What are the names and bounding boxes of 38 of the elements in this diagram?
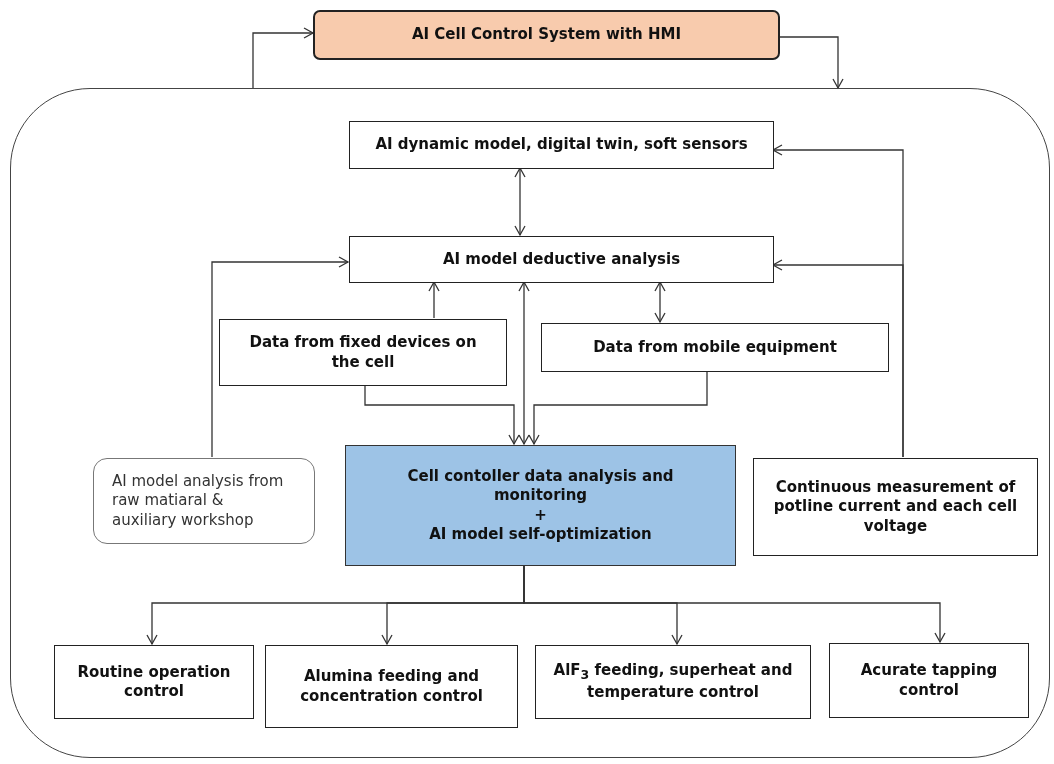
process-box xyxy=(829,643,1029,718)
node-label: Cell contoller data analysis and monitoring xyxy=(406,466,675,506)
node-label: AI model deductive analysis xyxy=(442,249,681,270)
process-box xyxy=(54,645,254,719)
node-label: AI model analysis from raw matiaral & auxiliary workshop xyxy=(112,471,284,531)
node-label: Data from fixed devices on the cell xyxy=(248,333,478,372)
process-box xyxy=(219,319,507,386)
arrow xyxy=(211,256,349,458)
frame-boundary xyxy=(10,88,1050,758)
process-box xyxy=(535,645,811,719)
arrow xyxy=(772,259,904,458)
process-box xyxy=(265,645,518,728)
node-label: Data from mobile equipment xyxy=(593,337,837,358)
node-label: Routine operation control xyxy=(76,662,232,702)
node-label: AI Cell Control System with HMI xyxy=(411,25,682,45)
node-label: + xyxy=(534,505,547,525)
arrow xyxy=(514,167,526,236)
arrow xyxy=(364,384,520,445)
arrow xyxy=(528,370,708,445)
arrow xyxy=(654,281,666,323)
process-box xyxy=(349,121,774,169)
arrow xyxy=(518,281,530,445)
process-box xyxy=(541,323,889,372)
arrow xyxy=(252,27,314,89)
node-label: Acurate tapping control xyxy=(859,661,999,700)
node-label: Continuous measurement of potline current and each cell voltage xyxy=(772,477,1019,537)
node-label: AlF$_{3}$ feeding, superheat and temperature control xyxy=(552,661,794,703)
arrow xyxy=(428,281,440,319)
arrow xyxy=(523,564,946,643)
process-box xyxy=(93,458,315,544)
title-box xyxy=(313,10,780,60)
process-box xyxy=(345,445,736,566)
arrow xyxy=(779,36,844,89)
node-label: AI dynamic model, digital twin, soft sensors xyxy=(375,135,748,155)
node-label: AI model self-optimization xyxy=(429,525,652,545)
node-label: Alumina feeding and concentration control xyxy=(299,667,484,706)
process-box xyxy=(349,236,774,283)
process-box xyxy=(753,458,1038,556)
